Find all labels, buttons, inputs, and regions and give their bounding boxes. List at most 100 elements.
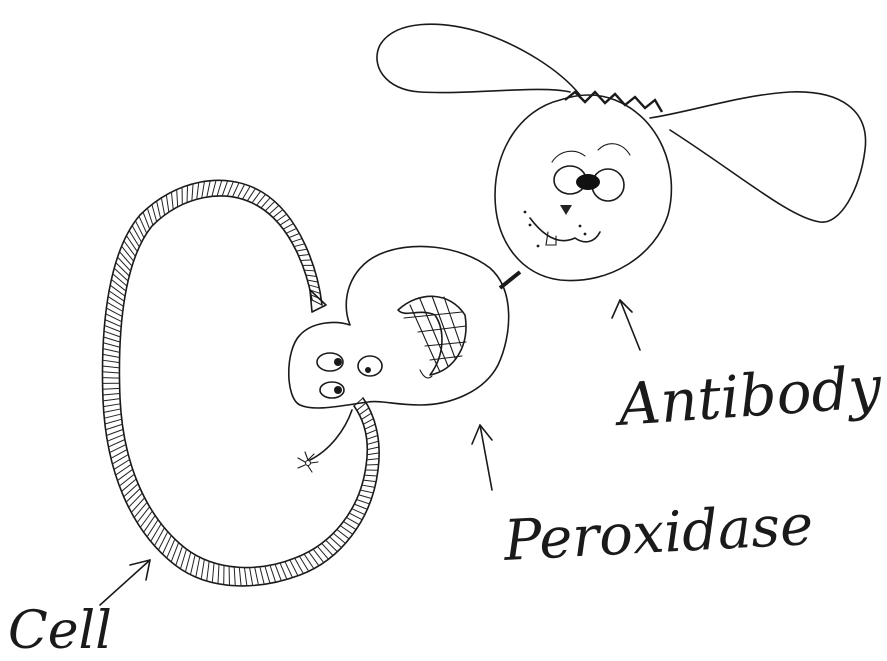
peroxidase-eyes — [317, 353, 382, 398]
membrane-hatch-line — [257, 194, 266, 205]
membrane-hatch-line — [129, 493, 143, 507]
membrane-hatch-line — [361, 413, 371, 419]
antibody-pupils — [576, 174, 600, 190]
membrane-hatch-line — [273, 210, 283, 218]
membrane-hatch-line — [362, 485, 375, 487]
membrane-hatch-line — [343, 522, 356, 530]
membrane-hatch-line — [265, 566, 270, 583]
membrane-hatch-line — [154, 528, 164, 546]
membrane-hatch-line — [354, 398, 363, 406]
antibody-ear-right — [650, 92, 866, 222]
membrane-hatch-line — [261, 198, 270, 208]
membrane-hatch-line — [367, 447, 379, 450]
pocket-grid — [404, 296, 466, 372]
label-peroxidase: Peroxidase — [501, 493, 814, 574]
membrane-hatch-line — [103, 349, 120, 353]
membrane-hatch-line — [354, 504, 367, 509]
membrane-hatch-line — [292, 239, 302, 242]
membrane-hatch-line — [255, 567, 259, 585]
peroxidase-eye-right — [358, 356, 382, 376]
membrane-hatch-line — [147, 520, 158, 537]
membrane-hatch-line — [234, 567, 235, 586]
antibody-mouth — [530, 218, 600, 242]
membrane-hatch-line — [365, 424, 376, 429]
membrane-hatch-line — [157, 201, 161, 218]
membrane-hatch-line — [134, 502, 147, 517]
membrane-hatch-line — [197, 182, 199, 199]
membrane-hatch-line — [107, 434, 124, 441]
membrane-hatch-line — [244, 567, 246, 585]
membrane-hatch-line — [250, 567, 253, 585]
membrane-hatch-line — [352, 509, 365, 515]
membrane-hatch-line — [306, 275, 317, 276]
membrane-hatch-line — [122, 479, 137, 491]
membrane-hatch-line — [131, 498, 144, 513]
membrane-hatch-line — [103, 404, 120, 407]
membrane-hatch-line — [132, 226, 141, 243]
membrane-hatch-line — [185, 552, 190, 572]
membrane-hatch-line — [202, 181, 205, 198]
membrane-hatch-line — [109, 291, 124, 301]
conjugate-linker — [500, 272, 520, 288]
membrane-hatch-line — [166, 195, 169, 212]
membrane-hatch-line — [118, 257, 131, 271]
membrane-hatch-line — [104, 331, 120, 337]
membrane-hatch-line — [207, 561, 209, 581]
antibody-whisker-dots — [524, 211, 587, 248]
membrane-hatch-line — [140, 511, 152, 527]
membrane-hatch-line — [207, 181, 210, 197]
membrane-hatch-line — [349, 513, 362, 520]
membrane-hatch-line — [106, 424, 123, 429]
membrane-hatch-line — [103, 388, 120, 389]
membrane-hatch-line — [356, 500, 369, 504]
membrane-hatch-line — [116, 263, 129, 276]
membrane-hatch-line — [367, 453, 379, 455]
membrane-hatch-line — [364, 475, 377, 476]
membrane-hatch-line — [124, 241, 135, 256]
membrane-hatch-line — [147, 208, 153, 225]
membrane-hatch-line — [283, 224, 293, 230]
membrane-hatch-line — [137, 507, 149, 523]
membrane-hatch-line — [367, 459, 379, 460]
peroxidase-pocket — [398, 296, 466, 375]
membrane-hatch-line — [158, 532, 167, 550]
membrane-hatch-line — [360, 490, 373, 493]
membrane-hatch-line — [190, 555, 195, 575]
membrane-hatch-line — [301, 260, 312, 261]
membrane-hatch-line — [307, 280, 318, 282]
membrane-hatch-line — [242, 186, 250, 199]
membrane-hatch-line — [275, 564, 281, 581]
membrane-hatch-line — [270, 565, 276, 582]
membrane-hatch-line — [286, 228, 296, 233]
membrane-hatch-line — [126, 488, 140, 502]
membrane-hatch-line — [114, 268, 128, 281]
membrane-hatch-line — [217, 180, 222, 196]
peroxidase-outline — [289, 246, 509, 408]
membrane-hatch-line — [103, 360, 120, 362]
membrane-hatch-line — [187, 185, 188, 202]
membrane-hatch-line — [117, 469, 132, 480]
membrane-hatch-line — [180, 549, 186, 569]
membrane-notch — [310, 290, 326, 312]
label-cell: Cell — [8, 601, 112, 657]
membrane-hatch-line — [161, 198, 164, 215]
membrane-hatch-line — [366, 430, 377, 434]
membrane-hatch-line — [196, 557, 200, 577]
membrane-hatch-line — [296, 249, 307, 251]
membrane-hatch-line — [103, 343, 120, 347]
membrane-hatch-line — [260, 567, 264, 584]
membrane-hatch-line — [239, 567, 241, 586]
membrane-hatch-line — [171, 192, 173, 209]
membrane-hatch-line — [212, 180, 216, 196]
membrane-hatch-line — [111, 280, 126, 292]
membrane-hatch-line — [105, 419, 122, 424]
membrane-hatch-line — [358, 495, 371, 499]
arrow-peroxidase — [472, 425, 492, 490]
membrane-hatch-line — [232, 183, 239, 197]
membrane-hatch-line — [177, 190, 178, 207]
membrane-hatch-line — [103, 354, 120, 357]
membrane-hatch-line — [122, 246, 134, 261]
membrane-hatch-line — [104, 337, 121, 342]
membrane-hatch-line — [119, 474, 134, 486]
